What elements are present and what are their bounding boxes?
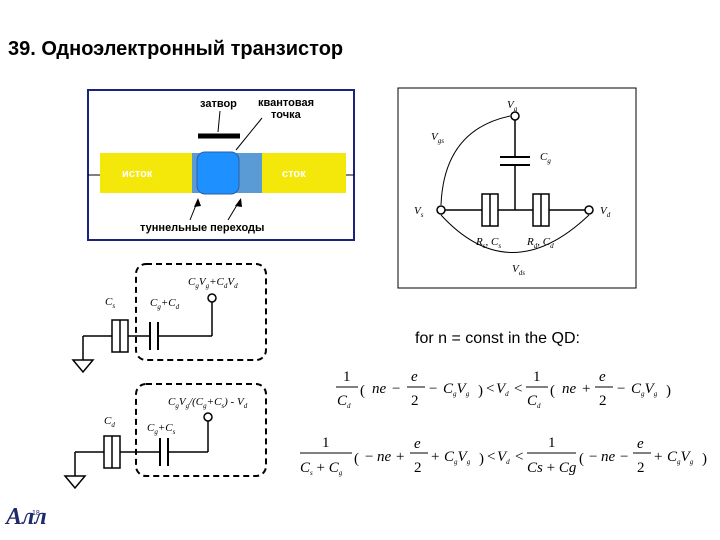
svg-text:<: <: [514, 381, 522, 397]
svg-text:Cs + Cg: Cs + Cg: [527, 460, 577, 476]
drain-lead: [262, 153, 346, 193]
svg-text:1: 1: [548, 435, 556, 451]
svg-text:−: −: [429, 381, 437, 397]
eq-bottom-numerator: CgVg/(Cg+Cs) - Vd: [168, 396, 248, 410]
svg-text:−: −: [392, 381, 400, 397]
circuit-frame: [397, 87, 637, 289]
svg-text:CgVg: CgVg: [443, 381, 470, 398]
ground-icon-top: [71, 359, 95, 374]
svg-text:+: +: [582, 381, 590, 397]
quantum-dot-label-2: точка: [271, 109, 302, 121]
svg-text:Vd: Vd: [496, 381, 509, 398]
svg-text:(: (: [550, 383, 555, 399]
source-label: исток: [122, 168, 153, 180]
svg-text:e: e: [411, 369, 418, 385]
terminal-top: [207, 293, 217, 303]
svg-text:2: 2: [414, 460, 422, 476]
eq-top-numerator: CgVg+CdVd: [188, 276, 238, 290]
inequality-2: 1 Cs + Cg ( − ne + e 2 + CgVg ) < Vd < 1…: [300, 435, 707, 477]
svg-text:+: +: [431, 449, 439, 465]
rs-cs-label: Rs, Cs: [475, 236, 501, 250]
terminal-bottom: [203, 412, 213, 422]
dashed-box-bottom: [135, 383, 267, 477]
svg-text:Vd: Vd: [497, 449, 510, 466]
svg-text:(: (: [579, 451, 584, 467]
cs-label: Cs: [105, 296, 115, 310]
eq-bottom-denominator: Cg+Cs: [147, 422, 176, 436]
svg-text:−: −: [617, 381, 625, 397]
institute-logo: Aлл: [6, 504, 47, 530]
svg-text:ne: ne: [372, 381, 387, 397]
svg-text:ne: ne: [601, 449, 616, 465]
page-number: 18: [32, 510, 40, 517]
svg-text:CgVg: CgVg: [444, 449, 471, 466]
cg-label: Cg: [540, 151, 551, 165]
svg-text:Cd: Cd: [527, 393, 541, 410]
svg-text:1: 1: [322, 435, 330, 451]
svg-text:−: −: [589, 449, 597, 465]
svg-text:−: −: [620, 449, 628, 465]
svg-text:<: <: [515, 449, 523, 465]
svg-text:+: +: [654, 449, 662, 465]
inequality-1: 1 Cd ( ne − e 2 − CgVg ) < Vd < 1 Cd ( n…: [336, 369, 671, 410]
svg-text:e: e: [414, 436, 421, 452]
tunnel-label: туннельные переходы: [140, 222, 264, 234]
vg-label: Vg: [507, 99, 518, 113]
svg-text:CgVg: CgVg: [631, 381, 658, 398]
vgs-label: Vgs: [431, 131, 444, 145]
source-lead: [100, 153, 192, 193]
svg-text:2: 2: [411, 393, 419, 409]
svg-text:Cs + Cg: Cs + Cg: [300, 460, 343, 477]
rd-cd-label: Rd, Cd: [526, 236, 554, 250]
drain-label: сток: [282, 168, 306, 180]
svg-text:CgVg: CgVg: [667, 449, 694, 466]
svg-text:(: (: [354, 451, 359, 467]
svg-text:Cd: Cd: [337, 393, 351, 410]
svg-text:ne: ne: [562, 381, 577, 397]
svg-text:−: −: [365, 449, 373, 465]
svg-text:(: (: [360, 383, 365, 399]
vs-label: Vs: [414, 205, 424, 219]
svg-text:): ): [478, 383, 483, 399]
quantum-dot-label-1: квантовая: [258, 97, 314, 109]
quantum-dot: [196, 151, 240, 195]
svg-text:e: e: [637, 436, 644, 452]
vds-label: Vds: [512, 263, 525, 277]
eq-top-denominator: Cg+Cd: [150, 297, 180, 311]
svg-text:<: <: [487, 449, 495, 465]
svg-text:1: 1: [343, 369, 351, 385]
svg-text:ne: ne: [377, 449, 392, 465]
svg-text:): ): [479, 451, 484, 467]
svg-text:2: 2: [637, 460, 645, 476]
vd-label: Vd: [600, 205, 611, 219]
svg-text:e: e: [599, 369, 606, 385]
ground-icon-bottom: [63, 475, 87, 490]
svg-text:): ): [666, 383, 671, 399]
vgs-arc: [440, 115, 511, 206]
svg-text:): ): [702, 451, 707, 467]
dashed-box-top: [135, 263, 267, 361]
vds-arc: [440, 214, 590, 253]
svg-text:1: 1: [533, 369, 541, 385]
svg-text:<: <: [486, 381, 494, 397]
gate-label: затвор: [200, 98, 237, 110]
cd-label: Cd: [104, 415, 115, 429]
page-title: 39. Одноэлектронный транзистор: [8, 38, 344, 60]
svg-text:2: 2: [599, 393, 607, 409]
condition-note: for n = const in the QD:: [415, 330, 580, 347]
svg-text:+: +: [396, 449, 404, 465]
